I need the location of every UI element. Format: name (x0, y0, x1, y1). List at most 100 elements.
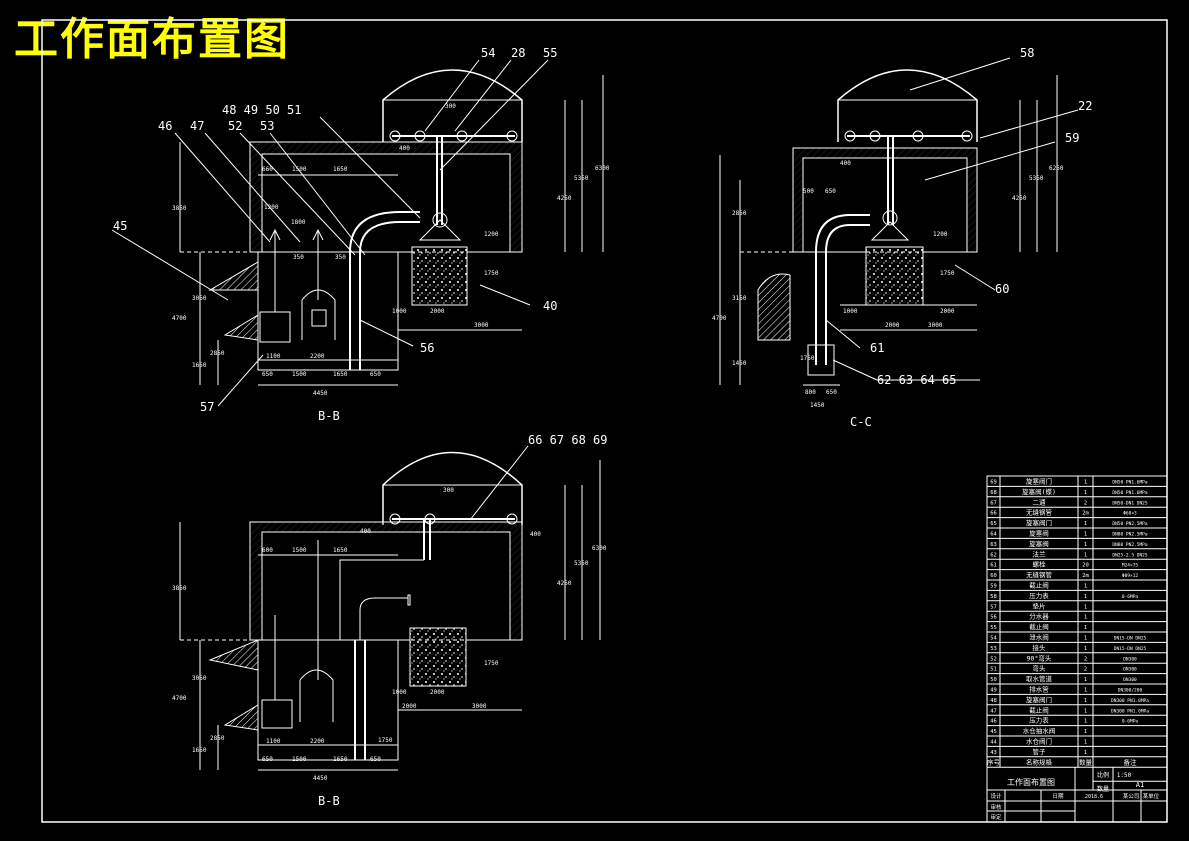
parts-row-qty: 1 (1084, 532, 1087, 538)
parts-row-qty: 2m (1082, 573, 1089, 579)
parts-row-name: 旋塞阀门 (1026, 477, 1052, 486)
parts-row-spec: DN50 PN2.5MPa (1112, 521, 1148, 527)
parts-row-name: 旋塞阀 (1029, 539, 1049, 548)
dim-text: 400 (840, 160, 851, 167)
parts-row-name: 分水器 (1029, 612, 1049, 621)
parts-row-name: 旋塞阀门 (1026, 695, 1052, 704)
dim-text: 5350 (1029, 175, 1044, 182)
parts-row-qty: 1 (1084, 708, 1087, 714)
dim-text: 4700 (712, 315, 727, 322)
parts-row-no: 45 (990, 729, 997, 735)
parts-row-no: 66 (990, 511, 997, 517)
parts-row-spec: DN50 PN1.6MPa (1112, 490, 1148, 496)
parts-row-no: 61 (990, 563, 997, 569)
dim-text: 5350 (574, 560, 589, 567)
dim-text: 6250 (1049, 165, 1064, 172)
parts-row-spec: DN300 PN1.0MPa (1111, 708, 1149, 714)
parts-row-no: 50 (990, 677, 997, 683)
dim-text: 400 (360, 528, 371, 535)
parts-row-no: 64 (990, 532, 997, 538)
approve-label: 审定 (990, 813, 1002, 821)
parts-row-spec: DN15-DN DN25 (1114, 646, 1147, 652)
dim-text: 3000 (928, 322, 943, 329)
parts-row-no: 53 (990, 646, 997, 652)
parts-row-name: 法兰 (1033, 549, 1047, 558)
parts-row-name: 无缝钢管 (1026, 570, 1053, 579)
parts-row-qty: 2 (1084, 656, 1087, 662)
dim-text: 650 (825, 188, 836, 195)
parts-row-spec: DN300 (1123, 677, 1137, 683)
parts-row-no: 65 (990, 521, 997, 527)
dim-text: 1500 (292, 756, 307, 763)
view-cc (719, 57, 1079, 386)
view-label-bb-1: B-B (318, 409, 340, 423)
parts-row-qty: 1 (1084, 625, 1087, 631)
parts-row-qty: 1 (1084, 480, 1087, 486)
parts-row-qty: 2m (1082, 511, 1089, 517)
dim-text: 1750 (800, 355, 815, 362)
callout-54: 54 (481, 46, 495, 60)
parts-row-name: 压力表 (1029, 716, 1049, 725)
dim-text: 650 (370, 756, 381, 763)
parts-row-name: 取水管道 (1026, 674, 1053, 683)
parts-row-qty: 20 (1082, 563, 1089, 569)
parts-header-cell: 名称规格 (1026, 757, 1053, 766)
drawing-border (41, 19, 1168, 823)
dim-text: 1000 (392, 308, 407, 315)
callout-46: 46 (158, 119, 172, 133)
parts-row-no: 57 (990, 604, 997, 610)
parts-row-name: 90°弯头 (1027, 653, 1052, 662)
parts-row-qty: 1 (1084, 688, 1087, 694)
parts-row-no: 56 (990, 615, 997, 621)
parts-row-qty: 1 (1084, 750, 1087, 756)
parts-row-qty: 2 (1084, 500, 1087, 506)
dim-text: 1500 (292, 371, 307, 378)
parts-row-no: 63 (990, 542, 997, 548)
dim-text: 600 (262, 547, 273, 554)
view-bb-top (111, 59, 604, 407)
drawing-number: 2018.6 (1085, 794, 1103, 800)
dim-text: 1450 (732, 360, 747, 367)
parts-row-name: 排水管 (1029, 685, 1049, 694)
dim-text: 3150 (732, 295, 747, 302)
dim-text: 2000 (885, 322, 900, 329)
callout-58: 58 (1020, 46, 1034, 60)
callout-55: 55 (543, 46, 557, 60)
callout-40: 40 (543, 299, 557, 313)
parts-header-cell: 序号 (987, 757, 1001, 766)
dim-text: 1100 (266, 353, 281, 360)
view-label-cc: C-C (850, 415, 872, 429)
parts-row-qty: 2 (1084, 667, 1087, 673)
parts-row-name: 螺栓 (1033, 560, 1047, 569)
parts-row-spec: DN50-DN1 DN25 (1112, 500, 1148, 506)
dim-text: 1650 (333, 371, 348, 378)
dim-text: 2000 (940, 308, 955, 315)
dim-text: 1100 (266, 738, 281, 745)
dim-text: 1800 (291, 219, 306, 226)
callout-61: 61 (870, 341, 884, 355)
parts-row-spec: M24×75 (1122, 563, 1139, 569)
dim-text: 1650 (192, 362, 207, 369)
dim-text: 1650 (192, 747, 207, 754)
parts-row-no: 49 (990, 688, 997, 694)
parts-row-spec: DN300 (1123, 656, 1137, 662)
parts-row-name: 截止阀 (1029, 622, 1049, 631)
title-block (986, 475, 1168, 823)
dim-text: 500 (803, 188, 814, 195)
dim-text: 1200 (933, 231, 948, 238)
parts-row-qty: 1 (1084, 698, 1087, 704)
parts-row-spec: DN300/200 (1118, 688, 1143, 694)
view-label-bb-2: B-B (318, 794, 340, 808)
dim-text: 1650 (333, 547, 348, 554)
parts-row-name: 压力表 (1029, 591, 1049, 600)
parts-row-name: 水仓抽水阀 (1023, 726, 1056, 735)
parts-row-no: 55 (990, 625, 997, 631)
dim-text: 1450 (810, 402, 825, 409)
parts-row-name: 二通 (1033, 497, 1047, 506)
dim-text: 660 (262, 166, 273, 173)
parts-header-cell: 数量 (1079, 757, 1093, 766)
date-label: 日期 (1052, 793, 1064, 800)
parts-row-spec: Φ89×12 (1122, 573, 1139, 579)
design-label: 设计 (990, 792, 1002, 800)
dim-text: 3050 (192, 295, 207, 302)
